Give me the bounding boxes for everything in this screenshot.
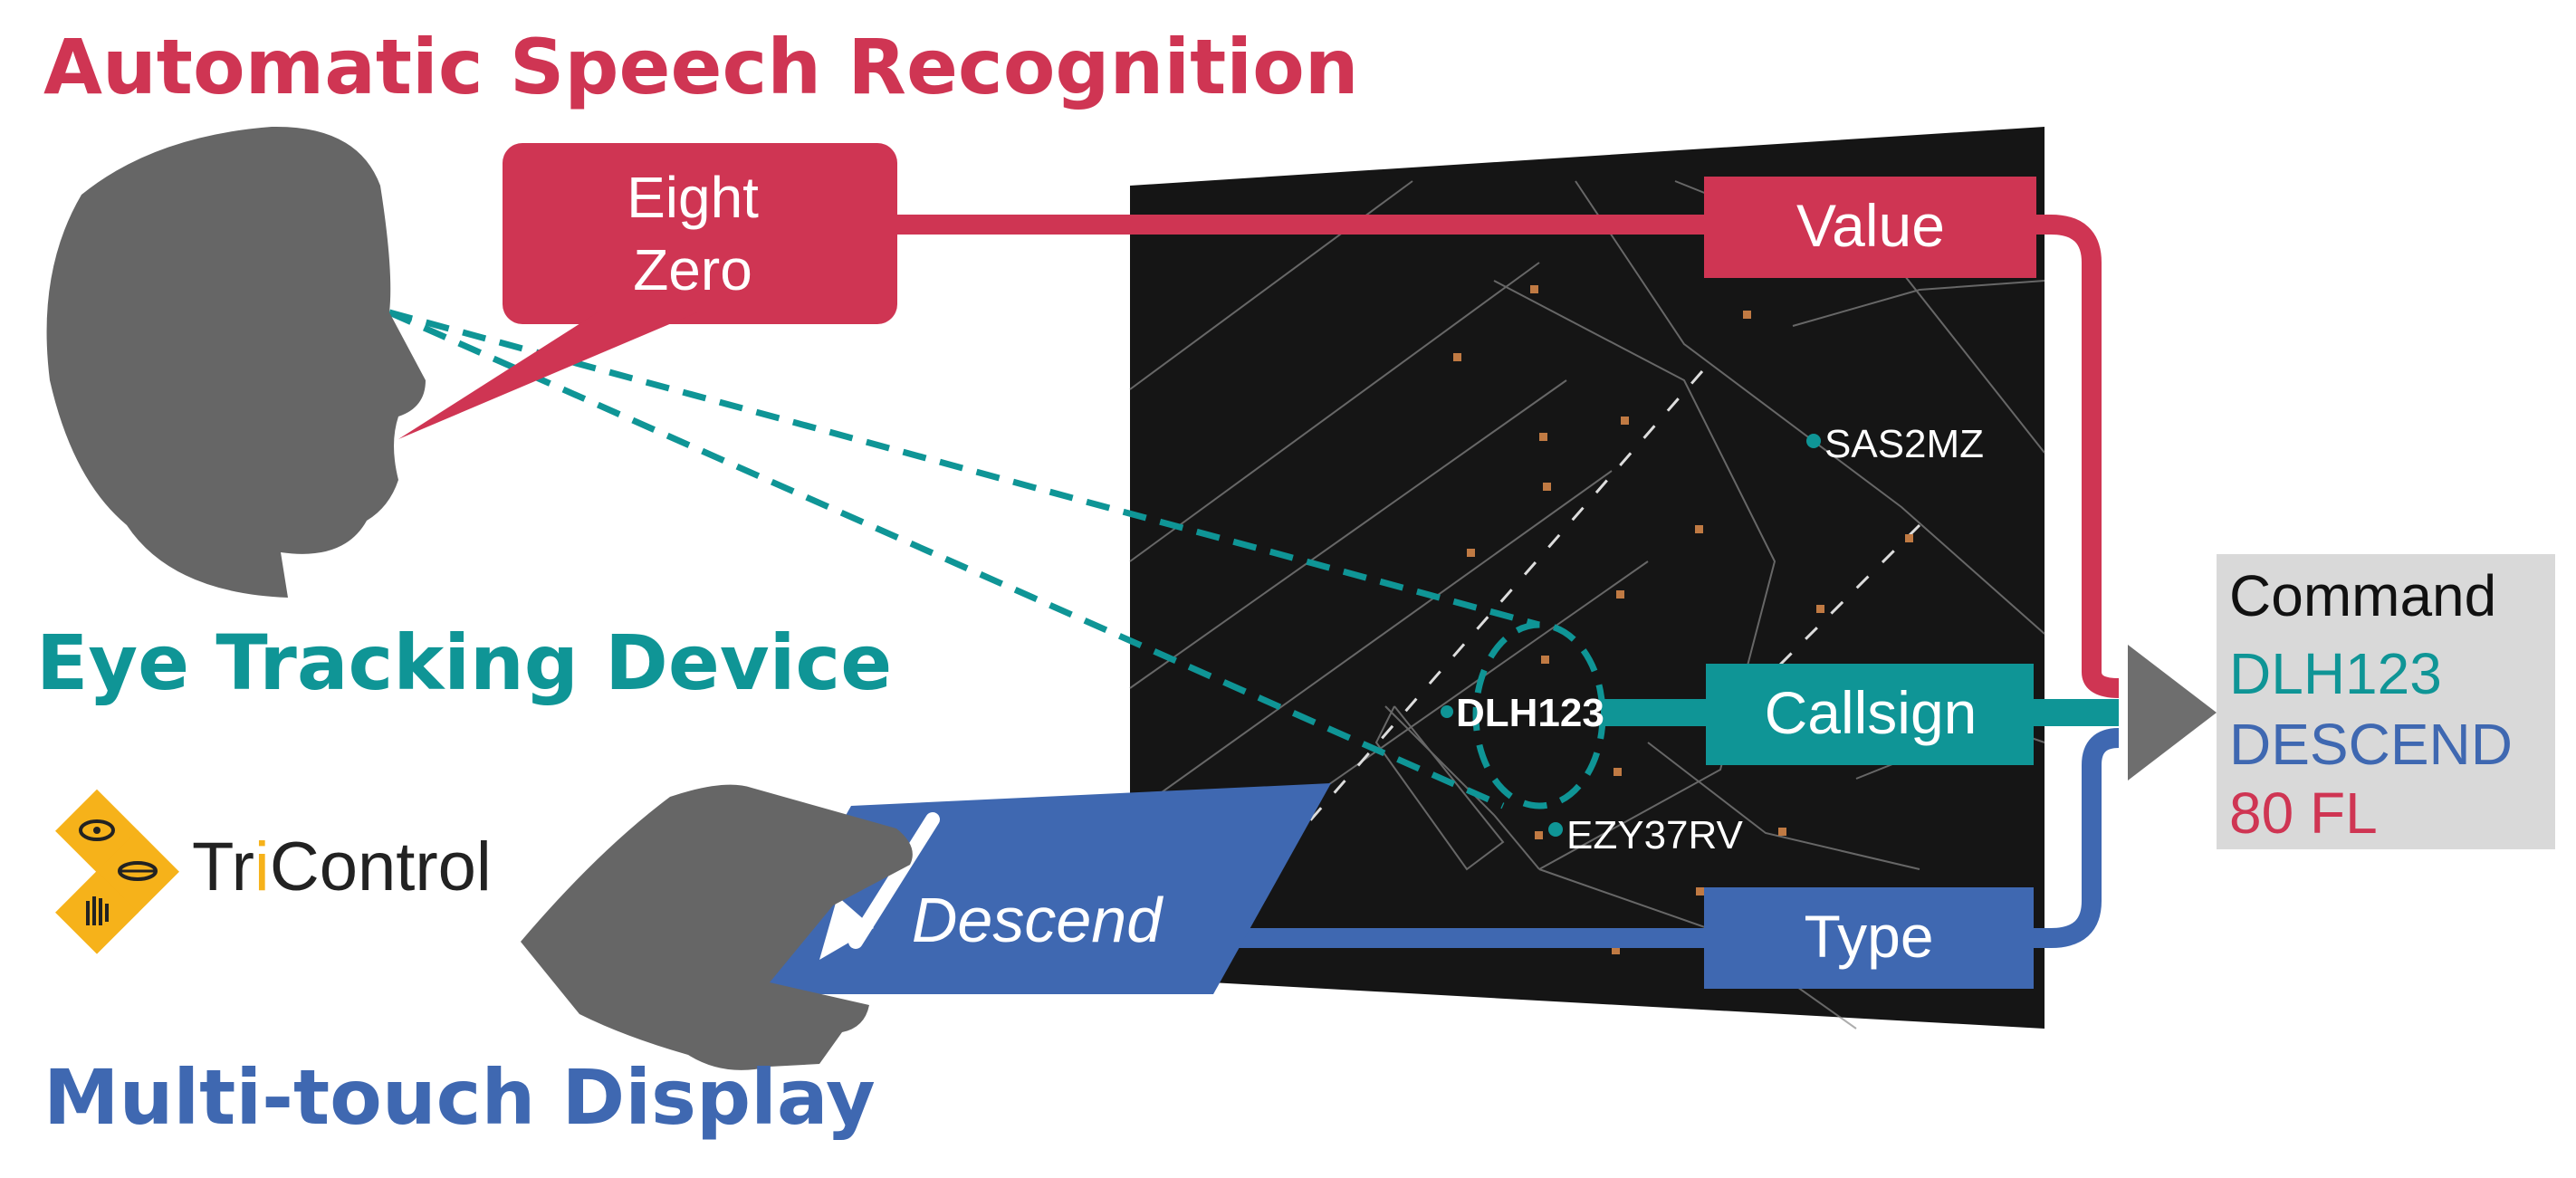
radar-display	[1129, 127, 2045, 1030]
callsign-ezy37rv: EZY37RV	[1566, 813, 1743, 857]
type-tag-box	[1704, 887, 2034, 989]
command-type: DESCEND	[2229, 712, 2513, 777]
command-value: 80 FL	[2229, 781, 2378, 846]
hand-silhouette-icon	[521, 784, 913, 1070]
eye-icon	[79, 819, 115, 841]
callsign-tag-label: Callsign	[1765, 679, 1977, 746]
command-callsign: DLH123	[2229, 641, 2442, 706]
aircraft-dot-sas2mz	[1806, 434, 1821, 448]
speech-line1: Eight	[627, 165, 759, 230]
tricontrol-tri: Tr	[192, 828, 254, 905]
tricontrol-i: i	[254, 828, 270, 905]
value-tag-box	[1704, 177, 2036, 278]
head-silhouette-icon	[46, 126, 426, 599]
asr-title: Automatic Speech Recognition	[43, 23, 1359, 111]
tricontrol-control: Control	[269, 828, 492, 905]
tricontrol-wordmark: TriControl	[192, 833, 492, 902]
descend-gesture-label: Descend	[912, 885, 1164, 955]
speech-bubble	[398, 143, 897, 439]
callsign-dlh123: DLH123	[1456, 691, 1604, 735]
multi-touch-title: Multi-touch Display	[43, 1053, 876, 1142]
asr-connector	[896, 215, 2120, 698]
command-label: Command	[2229, 563, 2497, 628]
eye-tracking-title: Eye Tracking Device	[36, 618, 893, 707]
radar-waypoints	[1453, 285, 1913, 954]
aircraft-dot-dlh123	[1441, 705, 1453, 718]
type-connector	[1204, 728, 2120, 948]
command-box: Command DLH123 DESCEND 80 FL	[2217, 554, 2555, 849]
value-tag-label: Value	[1796, 192, 1945, 259]
aircraft-dot-ezy37rv	[1548, 822, 1563, 837]
callsign-sas2mz: SAS2MZ	[1824, 422, 1984, 466]
descend-arrow-icon	[819, 812, 940, 960]
tricontrol-logo	[55, 789, 179, 954]
radar-track-line	[1266, 370, 1921, 870]
hand-icon	[86, 896, 109, 925]
speech-line2: Zero	[633, 237, 752, 302]
type-tag-label: Type	[1804, 903, 1933, 970]
callsign-tag-box	[1706, 664, 2034, 765]
command-arrow	[2128, 645, 2217, 781]
